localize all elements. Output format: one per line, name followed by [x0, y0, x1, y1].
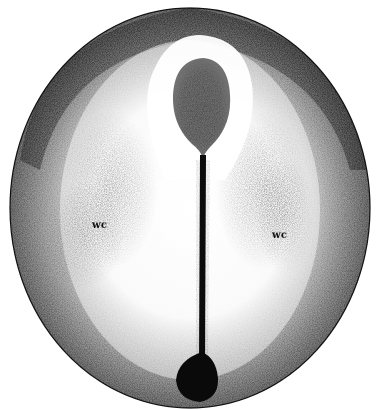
wc-label-right: wc: [271, 230, 287, 241]
wc-label-left: wc: [91, 220, 107, 231]
